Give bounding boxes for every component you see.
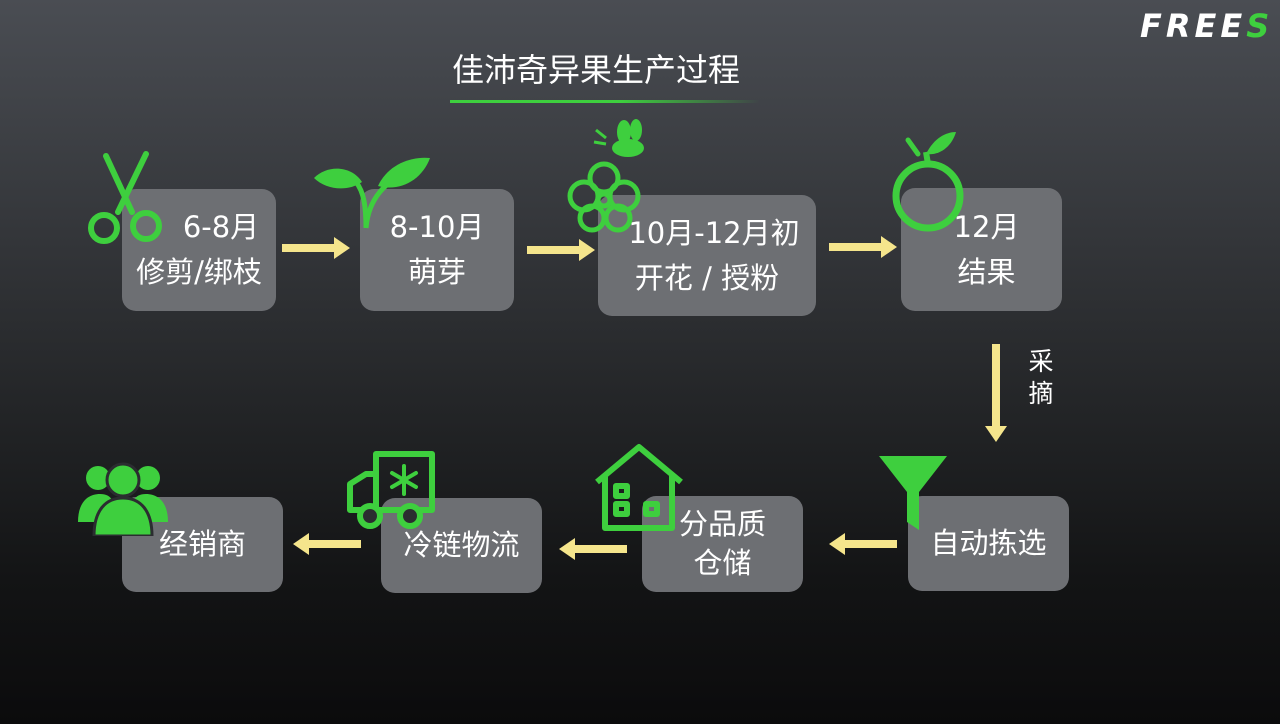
step-sorting-label: 自动拣选 xyxy=(930,526,1047,561)
step-pruning-label: 修剪/绑枝 xyxy=(136,255,262,289)
arrow-right-2 xyxy=(527,239,595,261)
flower-bee-icon xyxy=(567,119,644,233)
harvest-label: 采 摘 xyxy=(1026,346,1056,410)
step-sorting-box: 自动拣选 xyxy=(908,496,1069,591)
warehouse-icon xyxy=(595,444,683,531)
fruit-icon xyxy=(892,132,964,232)
people-icon xyxy=(78,462,168,536)
step-flowering-label: 开花 / 授粉 xyxy=(634,260,780,295)
arrow-left-3 xyxy=(293,533,361,555)
step-coldchain-label: 冷链物流 xyxy=(403,528,520,563)
step-fruiting-period: 12月 xyxy=(953,209,1020,244)
step-pruning-box: 6-8月 修剪/绑枝 xyxy=(122,189,276,311)
step-pruning-period: 6-8月 xyxy=(182,210,260,245)
harvest-label-char-2: 摘 xyxy=(1028,379,1054,408)
arrow-right-1 xyxy=(282,237,350,259)
brand-logo: FREES xyxy=(1140,6,1269,46)
refrigerated-truck-icon xyxy=(347,451,435,529)
step-storage-line2: 仓储 xyxy=(693,546,752,580)
scissors-icon xyxy=(88,151,162,244)
logo-text-main: FREE xyxy=(1140,7,1247,45)
funnel-icon xyxy=(879,456,947,530)
step-storage-box: 分品质 仓储 xyxy=(642,496,803,592)
step-distributor-label: 经销商 xyxy=(158,527,246,562)
harvest-label-char-1: 采 xyxy=(1028,347,1054,376)
step-flowering-period: 10月-12月初 xyxy=(628,215,800,250)
arrow-left-2 xyxy=(559,538,627,560)
step-sprouting-period: 8-10月 xyxy=(389,210,485,245)
page-title: 佳沛奇异果生产过程 xyxy=(452,51,741,89)
step-storage-line1: 分品质 xyxy=(678,506,766,541)
arrow-left-1 xyxy=(829,533,897,555)
step-sprouting-label: 萌芽 xyxy=(407,255,466,289)
step-sprouting-box: 8-10月 萌芽 xyxy=(360,189,514,311)
logo-text-accent: S xyxy=(1246,7,1274,45)
arrow-down xyxy=(985,344,1007,442)
step-fruiting-label: 结果 xyxy=(957,254,1016,289)
title-underline xyxy=(450,100,760,103)
step-flowering-box: 10月-12月初 开花 / 授粉 xyxy=(598,195,816,316)
sprout-icon xyxy=(314,157,430,229)
step-fruiting-box: 12月 结果 xyxy=(901,188,1062,311)
arrow-right-3 xyxy=(829,236,897,258)
